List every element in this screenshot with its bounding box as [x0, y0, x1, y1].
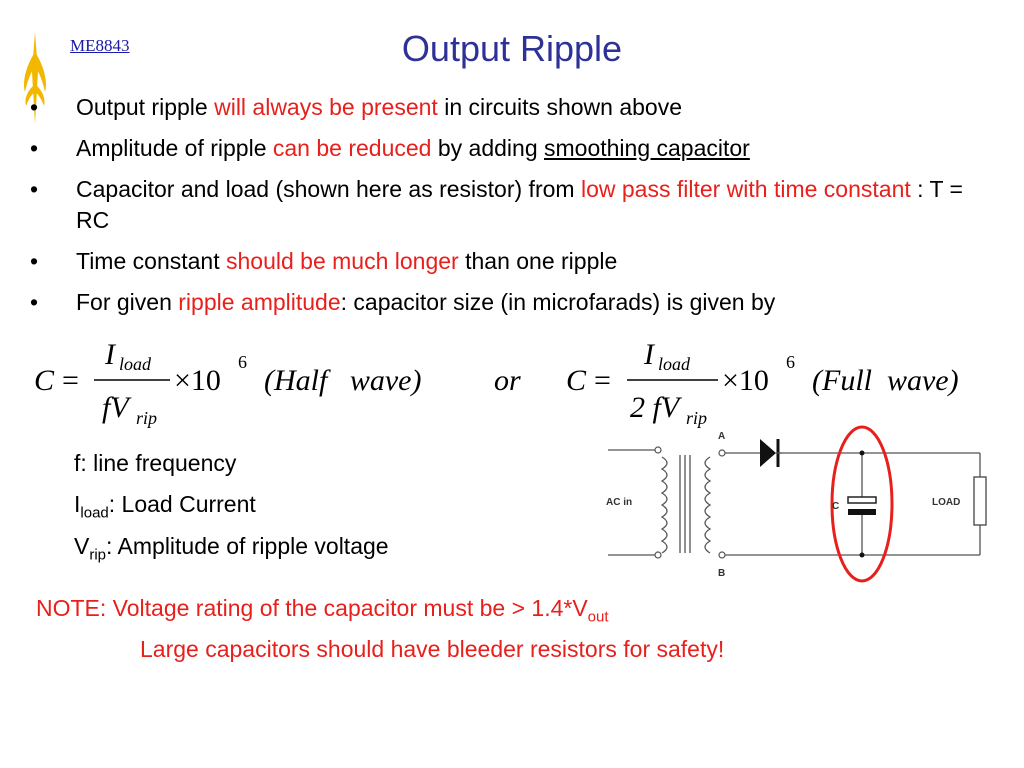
- bullet-text-part: : T = RC: [76, 176, 963, 233]
- formula-numerator-sub: load: [658, 354, 691, 374]
- formula-lhs: C: [34, 364, 55, 397]
- bullet-text-part: than one ripple: [458, 248, 618, 274]
- capacitor-label: C: [832, 501, 839, 512]
- bullet-text-part: ripple amplitude: [178, 289, 341, 315]
- capacitor-formula: C = I load fV rip ×10 6 (Half wave) or C…: [34, 338, 959, 428]
- bullet-item: •Amplitude of ripple can be reduced by a…: [30, 135, 750, 161]
- load-label: LOAD: [932, 497, 960, 508]
- formula-numerator-sub: load: [119, 354, 152, 374]
- course-code: ME8843: [70, 36, 130, 55]
- note-bleeder-resistors: Large capacitors should have bleeder res…: [140, 636, 725, 662]
- flame-logo-icon: [24, 32, 46, 124]
- formula-numerator: I: [643, 338, 656, 371]
- formula-multiplier: ×10: [722, 364, 769, 397]
- formula-lhs: C: [566, 364, 587, 397]
- bullet-list: •Output ripple will always be present in…: [30, 92, 990, 328]
- bullet-item: •Output ripple will always be present in…: [30, 94, 682, 120]
- slide-title: Output Ripple: [401, 28, 623, 69]
- bullet-item: •For given ripple amplitude: capacitor s…: [30, 289, 776, 315]
- formula-denominator: 2 fV: [630, 391, 683, 424]
- formula-exponent: 6: [238, 352, 247, 372]
- bullet-text-part: For given: [76, 289, 179, 315]
- bullet-text-part: : capacitor size (in microfarads) is giv…: [340, 289, 776, 315]
- ac-in-label: AC in: [606, 497, 632, 508]
- note-voltage-rating: NOTE: Voltage rating of the capacitor mu…: [36, 595, 609, 626]
- capacitor-icon: [847, 496, 877, 515]
- bullet-item: •Capacitor and load (shown here as resis…: [30, 176, 963, 233]
- node-a-label: A: [718, 431, 725, 442]
- formula-denominator: fV: [102, 391, 132, 424]
- formula-half-label: (Half wave): [264, 364, 421, 397]
- formula-exponent: 6: [786, 352, 795, 372]
- diode-icon: [760, 439, 782, 467]
- definition-vrip: Vrip: Amplitude of ripple voltage: [74, 533, 389, 564]
- bullet-text-part: will always be present: [214, 94, 438, 120]
- bullet-text-part: Output ripple: [76, 94, 215, 120]
- formula-numerator: I: [104, 338, 117, 371]
- bullet-text-part: Amplitude of ripple: [76, 135, 273, 161]
- rectifier-circuit-diagram: AC in A B C LOAD: [606, 425, 987, 583]
- highlight-ellipse: [830, 425, 894, 583]
- formula-full-label: (Full wave): [812, 364, 959, 397]
- bullet-item: •Time constant should be much longer tha…: [30, 248, 618, 274]
- node-b-label: B: [718, 568, 725, 579]
- formula-connector: or: [494, 364, 521, 397]
- bullet-text-part: by adding: [431, 135, 544, 161]
- bullet-text-part: can be reduced: [272, 135, 432, 161]
- bullet-text-part: low pass filter with time constant: [580, 176, 911, 202]
- formula-denominator-sub: rip: [686, 408, 707, 428]
- bullet-text-part: smoothing capacitor: [544, 135, 750, 161]
- bullet-text-part: in circuits shown above: [437, 94, 682, 120]
- bullet-text-part: Capacitor and load (shown here as resist…: [76, 176, 581, 202]
- formula-denominator-sub: rip: [136, 408, 157, 428]
- definition-f: f: line frequency: [74, 450, 237, 476]
- bullet-text-part: Time constant: [76, 248, 226, 274]
- formula-equals: =: [594, 364, 611, 397]
- bullet-text-part: should be much longer: [225, 248, 459, 274]
- formula-multiplier: ×10: [174, 364, 221, 397]
- definition-iload: Iload: Load Current: [74, 491, 256, 522]
- formula-equals: =: [62, 364, 79, 397]
